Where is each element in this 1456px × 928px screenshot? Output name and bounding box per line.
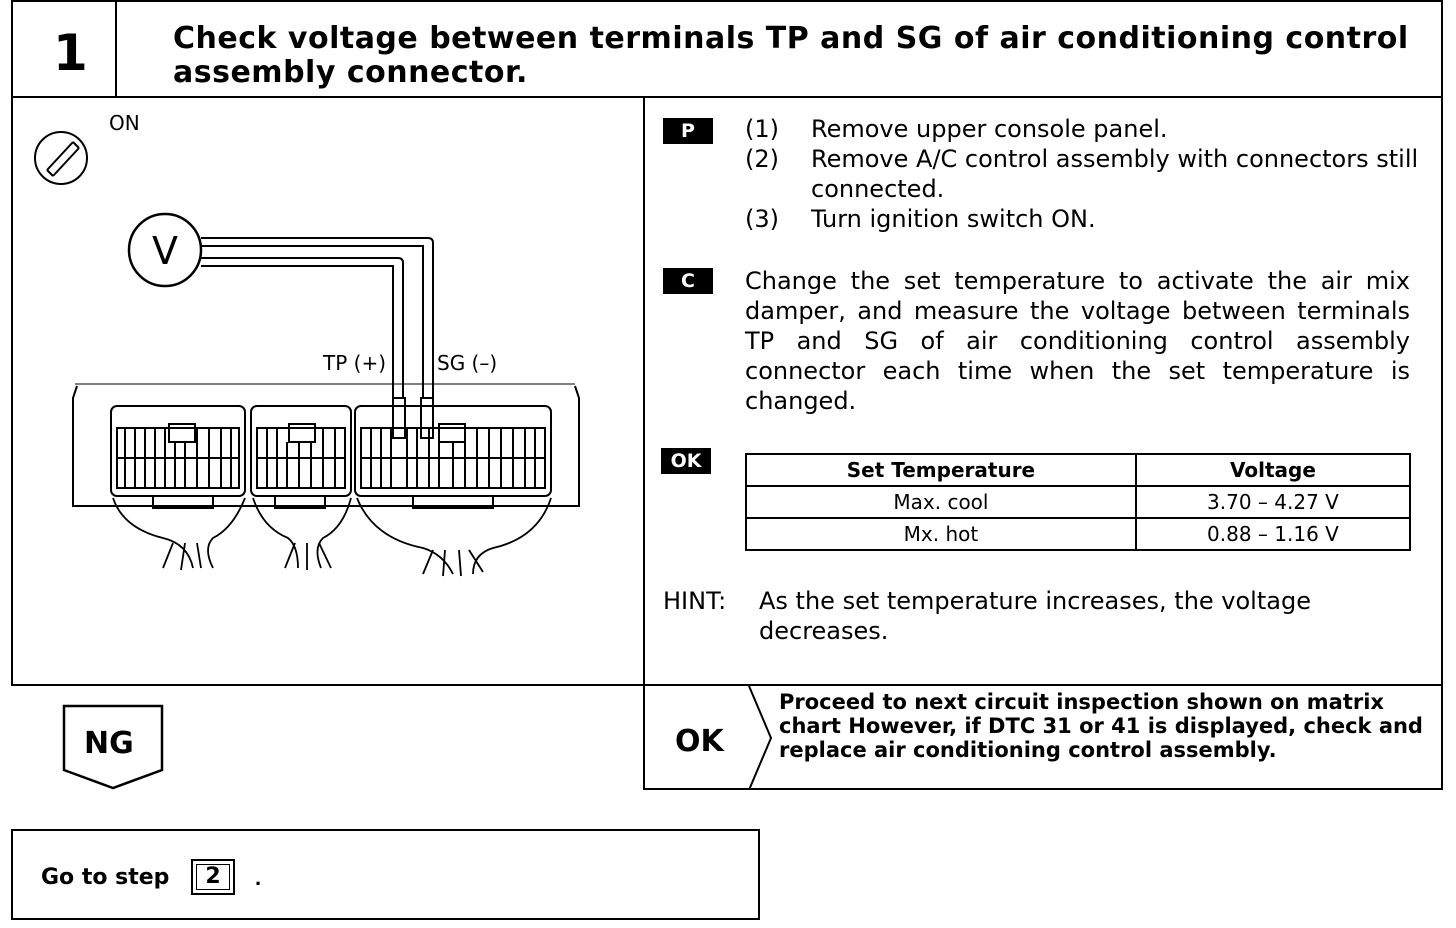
table-header-row: Set Temperature Voltage <box>745 453 1412 487</box>
step-index: (3) <box>745 205 779 233</box>
step-index: (2) <box>745 145 779 173</box>
step-number-box: 1 <box>13 2 117 98</box>
check-instructions: Change the set temperature to activate t… <box>745 267 1410 415</box>
goto-step-number[interactable]: 2 <box>191 859 235 895</box>
step-number-frame <box>196 864 230 890</box>
preparation-step: (2) Remove A/C control assembly with con… <box>745 144 1425 204</box>
hint-label: HINT: <box>663 587 727 615</box>
preparation-tag: P <box>663 118 713 144</box>
test-leads <box>201 237 434 403</box>
voltmeter-icon <box>127 212 203 288</box>
step-number-value: 2 <box>205 864 221 889</box>
ignition-on-label: ON <box>109 111 140 135</box>
column-header-set-temperature: Set Temperature <box>745 453 1137 487</box>
preparation-step: (1) Remove upper console panel. <box>745 114 1425 144</box>
voltmeter-label: V <box>152 229 178 273</box>
hint-text: As the set temperature increases, the vo… <box>759 587 1311 645</box>
connector-left <box>110 405 246 509</box>
step-header: 1 Check voltage between terminals TP and… <box>11 0 1443 98</box>
step-text: Turn ignition switch ON. <box>811 205 1096 233</box>
goto-period: . <box>255 865 262 890</box>
table-cell: 0.88 – 1.16 V <box>1134 517 1412 551</box>
goto-step-box: Go to step 2 . <box>11 829 760 920</box>
table-cell: 3.70 – 4.27 V <box>1134 485 1412 519</box>
wire-harnesses <box>112 497 552 577</box>
procedure-panel: P (1) Remove upper console panel. (2) Re… <box>643 96 1443 686</box>
chevron-right-icon <box>748 686 773 790</box>
column-header-voltage: Voltage <box>1134 453 1412 487</box>
connector-middle <box>250 405 352 509</box>
ng-arrow-shape <box>62 704 164 790</box>
sg-terminal-label: SG (–) <box>437 351 497 375</box>
preparation-steps: (1) Remove upper console panel. (2) Remo… <box>745 114 1425 234</box>
hint: HINT: As the set temperature increases, … <box>663 586 1423 646</box>
ok-spec-tag: OK <box>661 448 711 474</box>
step-number: 1 <box>53 24 88 82</box>
table-cell: Max. cool <box>745 485 1137 519</box>
connector-right <box>354 405 552 509</box>
goto-step-text: Go to step <box>41 865 170 890</box>
table-row: Max. cool 3.70 – 4.27 V <box>745 485 1412 519</box>
connector-diagram: ON V TP (+) SG (–) <box>34 111 580 577</box>
preparation-step: (3) Turn ignition switch ON. <box>745 204 1425 234</box>
table-row: Mx. hot 0.88 – 1.16 V <box>745 517 1412 551</box>
ok-result-label: OK <box>675 724 724 759</box>
ng-label: NG <box>84 726 134 761</box>
step-text: Remove A/C control assembly with connect… <box>811 145 1419 203</box>
ok-result-text: Proceed to next circuit inspection shown… <box>779 690 1423 762</box>
step-text: Remove upper console panel. <box>811 115 1168 143</box>
step-title: Check voltage between terminals TP and S… <box>173 21 1409 90</box>
check-tag: C <box>663 268 713 294</box>
step-index: (1) <box>745 115 779 143</box>
tp-terminal-label: TP (+) <box>322 351 386 375</box>
ok-result-box: OK Proceed to next circuit inspection sh… <box>643 684 1443 790</box>
table-cell: Mx. hot <box>745 517 1137 551</box>
diagram-panel: ON V TP (+) SG (–) <box>11 96 645 686</box>
ignition-key-icon <box>34 131 88 185</box>
voltage-spec-table: Set Temperature Voltage Max. cool 3.70 –… <box>745 453 1412 551</box>
